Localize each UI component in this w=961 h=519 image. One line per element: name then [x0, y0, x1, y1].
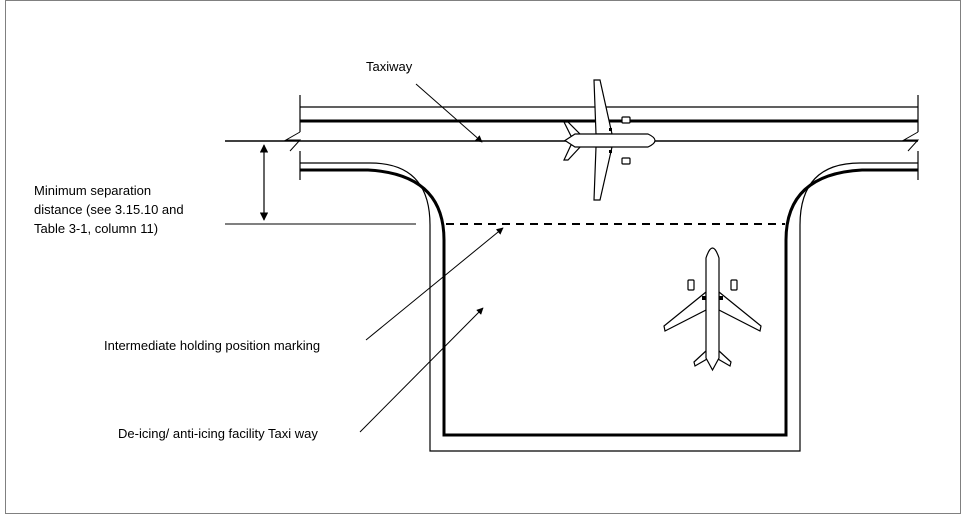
aircraft-on-taxiway-icon	[563, 79, 656, 201]
label-min-sep-line3: Table 3-1, column 11)	[34, 221, 158, 236]
leader-lines	[359, 83, 504, 433]
aircraft2-engine-right	[730, 279, 738, 291]
label-taxiway: Taxiway	[366, 59, 413, 74]
taxiway-break-right	[902, 131, 920, 152]
aircraft1-engine-upper	[621, 116, 631, 124]
aircraft2-fuselage	[705, 247, 720, 372]
leader-taxiway	[415, 83, 483, 143]
aircraft2-tail-right	[717, 348, 732, 367]
aircraft2-tail-left	[693, 348, 708, 367]
leader-deicing-facility	[359, 307, 484, 433]
label-holding-marking: Intermediate holding position marking	[104, 338, 320, 353]
pad-inner-edge	[300, 168, 918, 437]
aircraft1-engine-lower	[621, 157, 631, 165]
leader-holding-marking	[365, 227, 504, 341]
aircraft2-wing-right	[718, 290, 762, 332]
aircraft1-fuselage	[563, 133, 656, 148]
deicing-pad	[300, 162, 918, 452]
aircraft2-engine-left	[687, 279, 695, 291]
label-deicing-facility: De-icing/ anti-icing facility Taxi way	[118, 426, 318, 441]
aircraft1-wing-lower	[593, 146, 613, 201]
taxiway-break-left	[284, 131, 302, 152]
label-min-sep-line1: Minimum separation	[34, 183, 151, 198]
separation-dimension	[225, 140, 416, 225]
label-min-sep-line2: distance (see 3.15.10 and	[34, 202, 184, 217]
aircraft2-wing-left	[663, 290, 707, 332]
aircraft-on-pad-icon	[663, 247, 762, 372]
pad-outer-edge	[300, 162, 918, 452]
